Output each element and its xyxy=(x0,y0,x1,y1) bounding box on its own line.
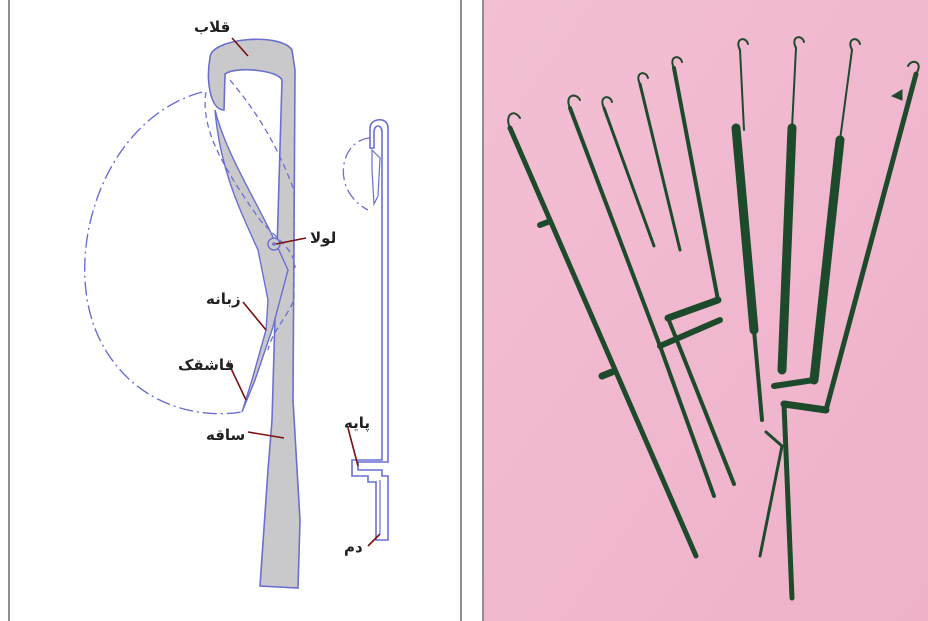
label-hook: قلاب xyxy=(194,18,230,36)
label-spoon: قاشقک xyxy=(178,356,234,374)
label-shank: ساقه xyxy=(206,426,245,444)
needle-diagram: قلاب لولا زبانه قاشقک ساقه پایه دم xyxy=(10,0,464,621)
needle-side-view xyxy=(352,120,388,540)
label-tongue: زبانه xyxy=(206,290,241,308)
label-tail: دم xyxy=(344,538,363,556)
needles-photo xyxy=(484,0,928,621)
needle-diagram-panel: قلاب لولا زبانه قاشقک ساقه پایه دم xyxy=(8,0,462,621)
side-view-latch-arc xyxy=(343,138,370,210)
leader-tongue xyxy=(243,302,266,330)
label-base: پایه xyxy=(344,414,370,433)
label-hinge: لولا xyxy=(310,229,336,247)
side-view-latch xyxy=(372,150,380,204)
needle-photo-panel xyxy=(482,0,928,621)
